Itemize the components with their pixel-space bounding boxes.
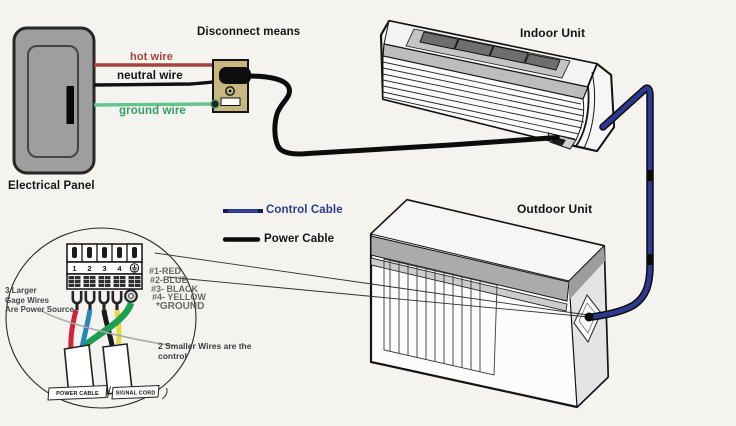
- control-note-line-2: control: [158, 351, 187, 361]
- indoor-unit-drawing: [379, 19, 616, 153]
- outdoor-unit-label: Outdoor Unit: [517, 202, 593, 216]
- ring-terminal: [124, 289, 138, 303]
- vent-slot: [419, 31, 459, 50]
- signal-cord-tag-box: SIGNAL CORD: [111, 384, 168, 400]
- wire-green: [83, 301, 135, 348]
- legend-swatches: [222, 209, 263, 242]
- disconnect-switch: [219, 67, 251, 84]
- hot-wire-label: hot wire: [130, 51, 173, 63]
- grille-frame: [383, 258, 498, 376]
- callout-line-upper: [154, 252, 589, 316]
- power-note-line-1: 3 Larger: [5, 286, 37, 295]
- callout-line-lower: [166, 276, 590, 318]
- vent-slot: [489, 45, 529, 64]
- wire-key-line-5: *GROUND: [156, 301, 205, 313]
- wire-key-line-4: #4- YELLOW: [152, 292, 206, 303]
- wire-color-key: #1-RED #2-BLUE #3- BLACK #4- YELLOW *GRO…: [149, 267, 206, 312]
- neutral-wire-label: neutral wire: [117, 70, 183, 82]
- power-cable-label: Power Cable: [264, 233, 335, 245]
- power-cable-tag-box: POWER CABLE: [47, 384, 111, 401]
- disconnect-means-label: Disconnect means: [197, 26, 301, 38]
- power-source-note: 3 Larger Gage Wires Are Power Source: [5, 286, 74, 315]
- spade-connectors: [71, 291, 123, 310]
- control-cable-run: [588, 84, 654, 321]
- vent-slot: [524, 53, 561, 71]
- electrical-panel-label: Electrical Panel: [8, 180, 95, 192]
- detail-circle: 1 2 3 4: [5, 227, 197, 409]
- disconnect-box-drawing: [210, 59, 251, 113]
- grille-lines: [389, 260, 481, 372]
- power-note-line-2: Gage Wires: [5, 295, 49, 305]
- wire-key-line-1: #1-RED: [149, 266, 182, 276]
- terminal-number-3: 3: [102, 264, 106, 273]
- ground-wire-label: ground wire: [119, 105, 186, 117]
- ground-wire-line: [93, 102, 212, 107]
- control-note-callout: [39, 309, 177, 347]
- power-note-line-3: Are Power Source: [5, 305, 74, 315]
- wire-red: [68, 309, 79, 353]
- connector-dot: [584, 312, 594, 322]
- electrical-panel-drawing: [12, 26, 96, 175]
- vent-slot: [454, 38, 494, 57]
- power-cable-run: [245, 73, 560, 157]
- indoor-unit-label: Indoor Unit: [520, 26, 586, 40]
- control-cable-label: Control Cable: [266, 204, 343, 216]
- outdoor-unit-drawing: [369, 198, 610, 409]
- ground-symbol-icon: [129, 263, 140, 273]
- wire-yellow: [114, 309, 122, 345]
- wire-key-line-3: #3- BLACK: [151, 283, 199, 294]
- terminal-number-1: 1: [72, 264, 76, 273]
- power-cable-tag: POWER CABLE: [56, 391, 99, 397]
- signal-cord-tag: SIGNAL CORD: [116, 390, 156, 396]
- ground-terminal-dot: [210, 99, 220, 109]
- terminal-block: 1 2 3 4: [66, 243, 143, 290]
- terminal-number-2: 2: [87, 264, 91, 273]
- control-note-line-1: 2 Smaller Wires are the: [158, 341, 252, 351]
- control-wires-note: 2 Smaller Wires are the control: [158, 341, 251, 361]
- terminal-number-4: 4: [117, 264, 122, 273]
- wire-key-line-2: #2-BLUE: [150, 274, 188, 285]
